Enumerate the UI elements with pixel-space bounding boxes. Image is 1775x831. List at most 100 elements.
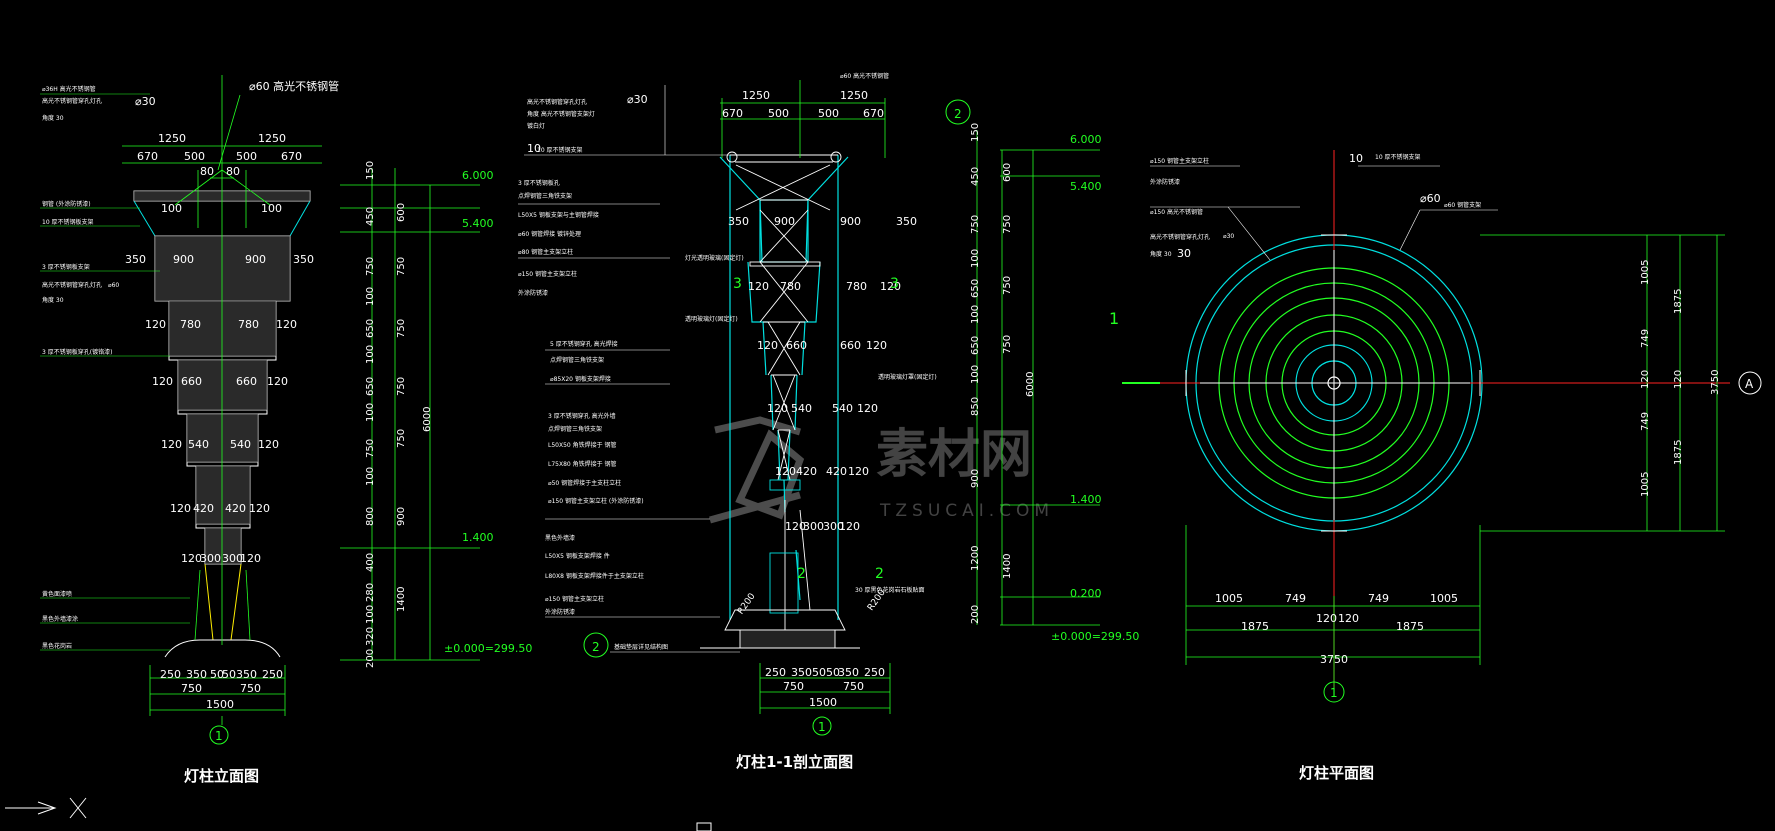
elevation-green-lines (174, 75, 271, 645)
sect-note-16: L50X50 角铁焊接于 钢管 (548, 441, 617, 449)
plan-note-0: ⌀150 钢管主支架立柱 (1150, 157, 1209, 165)
elev-v-400: 400 (365, 553, 376, 572)
sect-note-23: ⌀150 钢管主支架立柱 (545, 595, 604, 603)
elev-v2-600: 600 (396, 203, 407, 222)
plan-v-120: 120 (1640, 370, 1651, 389)
sect-level-ground: ±0.000=299.50 (1051, 630, 1139, 643)
plan-h-749a: 749 (1285, 592, 1306, 605)
sect-v-1200: 1200 (970, 546, 981, 571)
plan-v-1005b: 1005 (1640, 472, 1651, 497)
plan-axis-marker (1738, 371, 1762, 395)
sect-note-13: ⌀85X20 钢板支架焊接 (550, 375, 611, 383)
elev-note-9: 3 厚不锈钢板穿孔(镀铬漆) (42, 348, 112, 356)
plan-h-120a: 120 (1316, 612, 1337, 625)
elev-row4-a: 120 (152, 375, 173, 388)
sect-dim-label: ⌀60 高光不锈钢管 (840, 72, 889, 80)
elev-v-100b: 100 (365, 345, 376, 364)
elev-marker-1 (209, 725, 229, 745)
elev-v2-750b: 750 (396, 319, 407, 338)
sect-dim-top-right: 1250 (840, 89, 868, 102)
elev-level-14: 1.400 (462, 531, 494, 544)
elev-v-450: 450 (365, 207, 376, 226)
elev-v-100e: 100 (365, 605, 376, 624)
plan-drawing: 10 10 厚不锈钢支架 ⌀60 ⌀60 钢管支架 ⌀150 钢管主支架立柱 外… (1109, 150, 1762, 782)
elev-note-7: 角度 30 (42, 296, 64, 304)
elev-row2-c: 900 (245, 253, 266, 266)
sect-base-250a: 250 (765, 666, 786, 679)
plan-note-5: 角度 30 (1150, 250, 1172, 258)
elev-base-250a: 250 (160, 668, 181, 681)
sect-row3-b: 780 (780, 280, 801, 293)
elev-row4-c: 660 (236, 375, 257, 388)
elev-row4-d: 120 (267, 375, 288, 388)
plan-h-1875b: 1875 (1396, 620, 1424, 633)
sect-v-100b: 100 (970, 305, 981, 324)
sect-row4-a: 120 (757, 339, 778, 352)
section-mid (700, 261, 860, 649)
elev-note-11: 黑色外墙漆涂 (42, 615, 78, 623)
sect-base-350b: 350 (838, 666, 859, 679)
sect-note-0: 高光不锈钢管穿孔灯孔 (527, 98, 587, 106)
sect-row6-d: 120 (848, 465, 869, 478)
sect-note-18: ⌀50 钢管焊接于主支柱立柱 (548, 479, 621, 487)
sect-dim-670a: 670 (722, 107, 743, 120)
plan-marker-1-label: 1 (1330, 686, 1338, 700)
sect-v-150: 150 (970, 123, 981, 142)
section-drawing: 1250 1250 670 500 500 670 ⌀30 10 ⌀60 高光不… (518, 72, 1139, 771)
elev-row3-a: 120 (145, 318, 166, 331)
plan-v-749b: 749 (1640, 412, 1651, 431)
elev-v-650b: 650 (365, 377, 376, 396)
sect-marker-3a: 3 (733, 276, 742, 292)
elev-level-ground: ±0.000=299.50 (444, 642, 532, 655)
elev-base-250b: 250 (262, 668, 283, 681)
sect-row3-c: 780 (846, 280, 867, 293)
plan-h-120b: 120 (1338, 612, 1359, 625)
plan-h-1005b: 1005 (1430, 592, 1458, 605)
sect-note-22: L80X8 钢板支架焊接件于主支架立柱 (545, 572, 644, 580)
elev-v-150: 150 (365, 161, 376, 180)
sect-marker-2c: 2 (875, 566, 884, 582)
elev-row4-b: 660 (181, 375, 202, 388)
plan-note-4: 高光不锈钢管穿孔灯孔 (1150, 233, 1210, 241)
plan-marker-1-side: 1 (1109, 309, 1119, 328)
watermark-url: TZSUCAI.COM (879, 501, 1054, 521)
sect-marker-2a: 2 (954, 107, 962, 121)
plan-ten: 10 (1349, 152, 1363, 165)
elevation-base-dims: 250 350 50 50 350 250 750 750 1500 1 (149, 665, 286, 745)
sect-v-total: 6000 (1025, 372, 1036, 397)
elev-note-12: 黑色花岗岩 (42, 642, 72, 650)
sect-note-5: 点焊钢管三角铁支架 (518, 192, 572, 200)
sect-row4-c: 660 (840, 339, 861, 352)
plan-labels: 10 10 厚不锈钢支架 ⌀60 ⌀60 钢管支架 ⌀150 钢管主支架立柱 外… (1109, 152, 1481, 328)
sect-v2-750c: 750 (1002, 335, 1013, 354)
elev-row2-a: 350 (125, 253, 146, 266)
elev-dim-top-left: 1250 (158, 132, 186, 145)
sect-v-100c: 100 (970, 365, 981, 384)
plan-angle: 30 (1177, 247, 1191, 260)
sect-v-650a: 650 (970, 279, 981, 298)
plan-note-3: ⌀30 (1223, 233, 1234, 240)
elev-v-800: 800 (365, 507, 376, 526)
elev-row6-d: 120 (249, 502, 270, 515)
elev-row3-c: 780 (238, 318, 259, 331)
elev-row7-d: 120 (240, 552, 261, 565)
sect-marker-1 (812, 716, 832, 736)
sect-dim-500a: 500 (768, 107, 789, 120)
elev-note-6: 高光不锈钢管穿孔灯孔 (42, 281, 102, 289)
sect-note-28: 基础垫层详见结构图 (614, 643, 668, 651)
sect-v-100a: 100 (970, 249, 981, 268)
plan-axes (1122, 150, 1730, 690)
sect-note-24: 外涂防锈漆 (545, 608, 575, 616)
plan-phi60: ⌀60 (1420, 192, 1441, 205)
elev-row5-d: 120 (258, 438, 279, 451)
sect-v-750a: 750 (970, 215, 981, 234)
sect-marker-1-label: 1 (818, 720, 826, 734)
plan-leaders (1150, 165, 1498, 261)
sect-note-26: 透明玻璃灯(固定灯) (685, 315, 738, 323)
sect-row7-c: 300 (823, 520, 844, 533)
sect-note-4: 3 厚不锈钢板孔 (518, 179, 560, 187)
sect-note-11: 5 厚不锈钢穿孔 高光焊接 (550, 340, 618, 348)
elev-v2-750d: 750 (396, 429, 407, 448)
plan-marker-1 (1323, 681, 1345, 703)
elev-row7-c: 300 (222, 552, 243, 565)
